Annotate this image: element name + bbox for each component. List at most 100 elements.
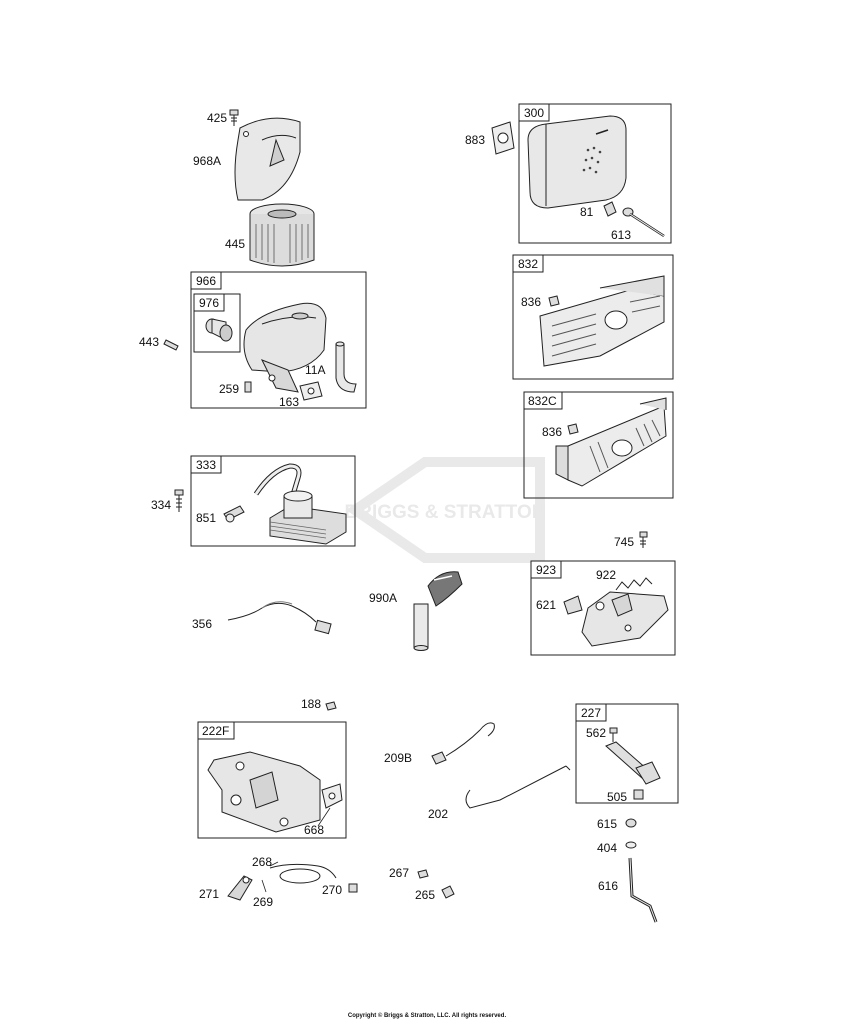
muffler-gasket-883-drawing: [491, 121, 515, 155]
group-label-832c: 832C: [528, 394, 557, 408]
muffler-300-drawing: [527, 115, 627, 209]
clip-621-drawing: [563, 595, 583, 615]
part-label-11a: 11A: [305, 363, 325, 377]
part-label-505: 505: [607, 790, 627, 804]
muffler-guard-832c-drawing: [555, 397, 667, 487]
group-label-300: 300: [524, 106, 544, 120]
part-label-836-a: 836: [521, 295, 541, 309]
nut-615-drawing: [625, 818, 637, 828]
part-label-202: 202: [428, 807, 448, 821]
group-label-976: 976: [199, 296, 219, 310]
part-label-562: 562: [586, 726, 606, 740]
part-label-425: 425: [207, 111, 227, 125]
control-bracket-923-drawing: [581, 591, 669, 647]
group-box-333: [190, 455, 356, 547]
part-label-163: 163: [279, 395, 299, 409]
ground-wire-356-drawing: [227, 601, 332, 635]
group-label-227: 227: [581, 706, 601, 720]
part-label-990a: 990A: [369, 591, 397, 605]
group-tag-976: [193, 293, 225, 312]
group-box-300: [518, 103, 672, 244]
control-bracket-222f-drawing: [207, 751, 343, 833]
part-label-270: 270: [322, 883, 342, 897]
screw-562-drawing: [609, 727, 618, 742]
part-label-616: 616: [598, 879, 618, 893]
screw-267-drawing: [417, 869, 429, 879]
group-tag-222f: [197, 721, 235, 740]
part-label-615: 615: [597, 817, 617, 831]
gasket-163-drawing: [299, 381, 323, 401]
air-filter-445-drawing: [249, 203, 315, 267]
part-label-271: 271: [199, 887, 219, 901]
group-box-923: [530, 560, 676, 656]
part-label-188: 188: [301, 697, 321, 711]
part-label-81: 81: [580, 205, 594, 219]
group-box-832: [512, 254, 674, 380]
part-label-851: 851: [196, 511, 216, 525]
bolt-613-drawing: [622, 207, 665, 238]
nut-505-drawing: [633, 789, 644, 800]
group-box-966: [190, 271, 367, 409]
air-cleaner-cover-968a-drawing: [234, 117, 301, 201]
washer-404-drawing: [625, 841, 637, 849]
group-tag-966: [190, 271, 222, 290]
adapter-976-drawing: [205, 318, 233, 342]
bolt-334-drawing: [174, 489, 184, 512]
shaft-616-drawing: [628, 857, 658, 923]
part-label-668: 668: [304, 823, 324, 837]
part-label-334: 334: [151, 498, 171, 512]
bolt-745-drawing: [639, 531, 648, 548]
ignition-coil-333-drawing: [253, 463, 347, 545]
group-box-832c: [523, 391, 674, 499]
part-label-968a: 968A: [193, 154, 221, 168]
bolt-425-drawing: [229, 109, 239, 126]
elbow-11a-drawing: [335, 341, 357, 393]
nut-270-drawing: [348, 883, 358, 893]
part-label-443: 443: [139, 335, 159, 349]
part-label-404: 404: [597, 841, 617, 855]
group-tag-832c: [523, 391, 563, 410]
part-label-259: 259: [219, 382, 239, 396]
screw-836-a-drawing: [548, 295, 560, 307]
part-label-269: 269: [253, 895, 273, 909]
spring-922-drawing: [615, 577, 653, 591]
group-label-222f: 222F: [202, 724, 229, 738]
air-cleaner-base-966-drawing: [243, 302, 327, 393]
part-label-356: 356: [192, 617, 212, 631]
watermark-logo: BRIGGS & STRATTON: [345, 457, 546, 563]
copyright-notice: Copyright © Briggs & Stratton, LLC. All …: [347, 1013, 507, 1019]
clip-259-drawing: [244, 381, 252, 393]
part-label-745: 745: [614, 535, 634, 549]
part-label-265: 265: [415, 888, 435, 902]
group-label-333: 333: [196, 458, 216, 472]
part-label-883: 883: [465, 133, 485, 147]
part-label-209b: 209B: [384, 751, 412, 765]
svg-text:BRIGGS & STRATTON: BRIGGS & STRATTON: [345, 502, 546, 523]
connector-851-drawing: [223, 505, 245, 523]
group-label-832: 832: [518, 257, 538, 271]
group-tag-923: [530, 560, 562, 579]
group-tag-832: [512, 254, 544, 273]
group-box-227: [575, 703, 679, 804]
group-tag-300: [518, 103, 550, 122]
clip-265-drawing: [441, 885, 455, 899]
part-label-922: 922: [596, 568, 616, 582]
part-label-621: 621: [536, 598, 556, 612]
part-label-613: 613: [611, 228, 631, 242]
governor-spring-209b-drawing: [431, 722, 495, 765]
screw-188-drawing: [325, 701, 337, 711]
screw-836-b-drawing: [567, 423, 579, 435]
washer-81-drawing: [603, 201, 617, 217]
choke-lever-271-drawing: [227, 875, 267, 901]
part-label-267: 267: [389, 866, 409, 880]
group-tag-227: [575, 703, 607, 722]
group-label-966: 966: [196, 274, 216, 288]
group-box-222f: [197, 721, 347, 839]
group-tag-333: [190, 455, 222, 474]
screw-443-drawing: [163, 339, 179, 351]
part-label-445: 445: [225, 237, 245, 251]
part-label-836-b: 836: [542, 425, 562, 439]
part-label-268: 268: [252, 855, 272, 869]
starter-handle-990a-drawing: [413, 571, 463, 651]
